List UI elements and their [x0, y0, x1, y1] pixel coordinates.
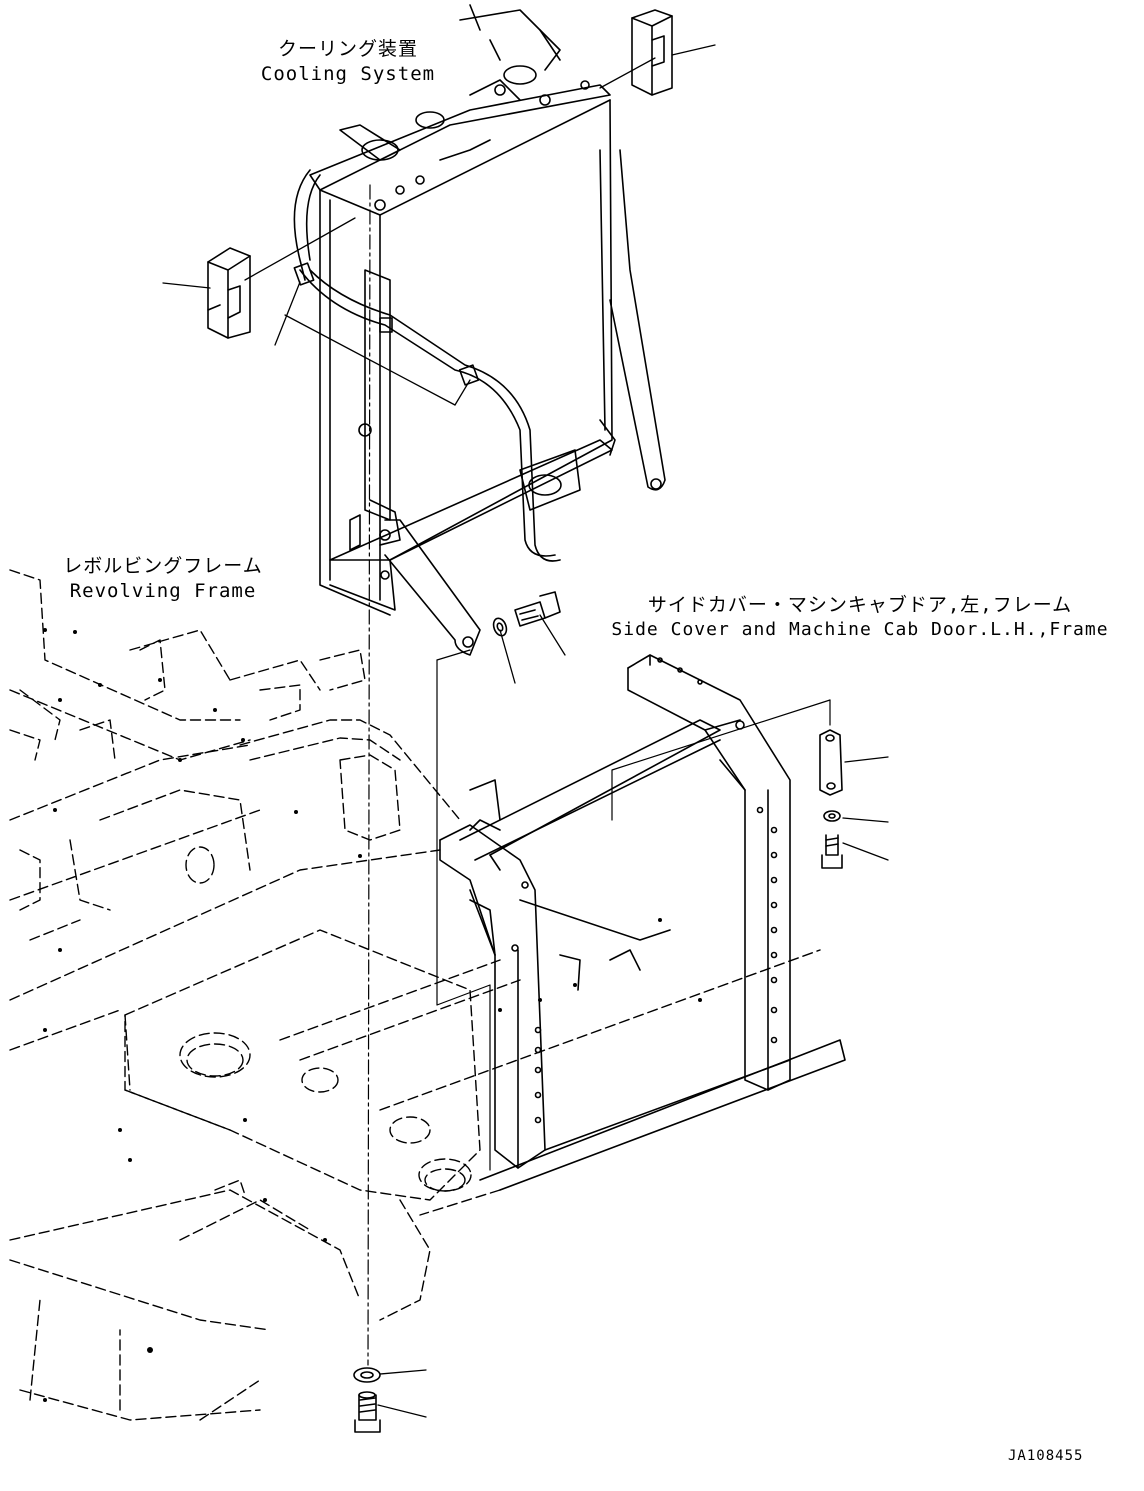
assembly-axis [367, 184, 831, 1366]
side-washer [823, 810, 841, 822]
side-cover-frame [439, 654, 846, 1191]
revolving-frame [9, 569, 821, 1421]
post-holes-right [657, 657, 778, 1044]
cooling-system-radiator [293, 4, 666, 656]
side-cover-label-en: Side Cover and Machine Cab Door.L.H.,Fra… [611, 619, 1109, 640]
drawing-code: JA108455 [1008, 1448, 1084, 1464]
left-bracket-part [207, 247, 251, 339]
revolving-label-ja: レボルビングフレーム [63, 555, 263, 577]
top-bracket-part [631, 9, 673, 96]
side-cover-label-ja: サイドカバー・マシンキャブドア,左,フレーム [647, 594, 1073, 616]
stay-bolt [514, 591, 561, 627]
side-clamp-bracket [819, 729, 843, 796]
stay-washer [492, 617, 508, 637]
bottom-washer [353, 1367, 381, 1383]
revolving-label-en: Revolving Frame [69, 580, 257, 602]
cooling-label-en: Cooling System [260, 63, 436, 85]
side-bolt [821, 834, 843, 869]
bottom-bolt [354, 1391, 381, 1433]
leader-lines [162, 44, 889, 1418]
frame-holes [43, 628, 702, 1402]
cooling-label-ja: クーリング装置 [277, 38, 419, 60]
